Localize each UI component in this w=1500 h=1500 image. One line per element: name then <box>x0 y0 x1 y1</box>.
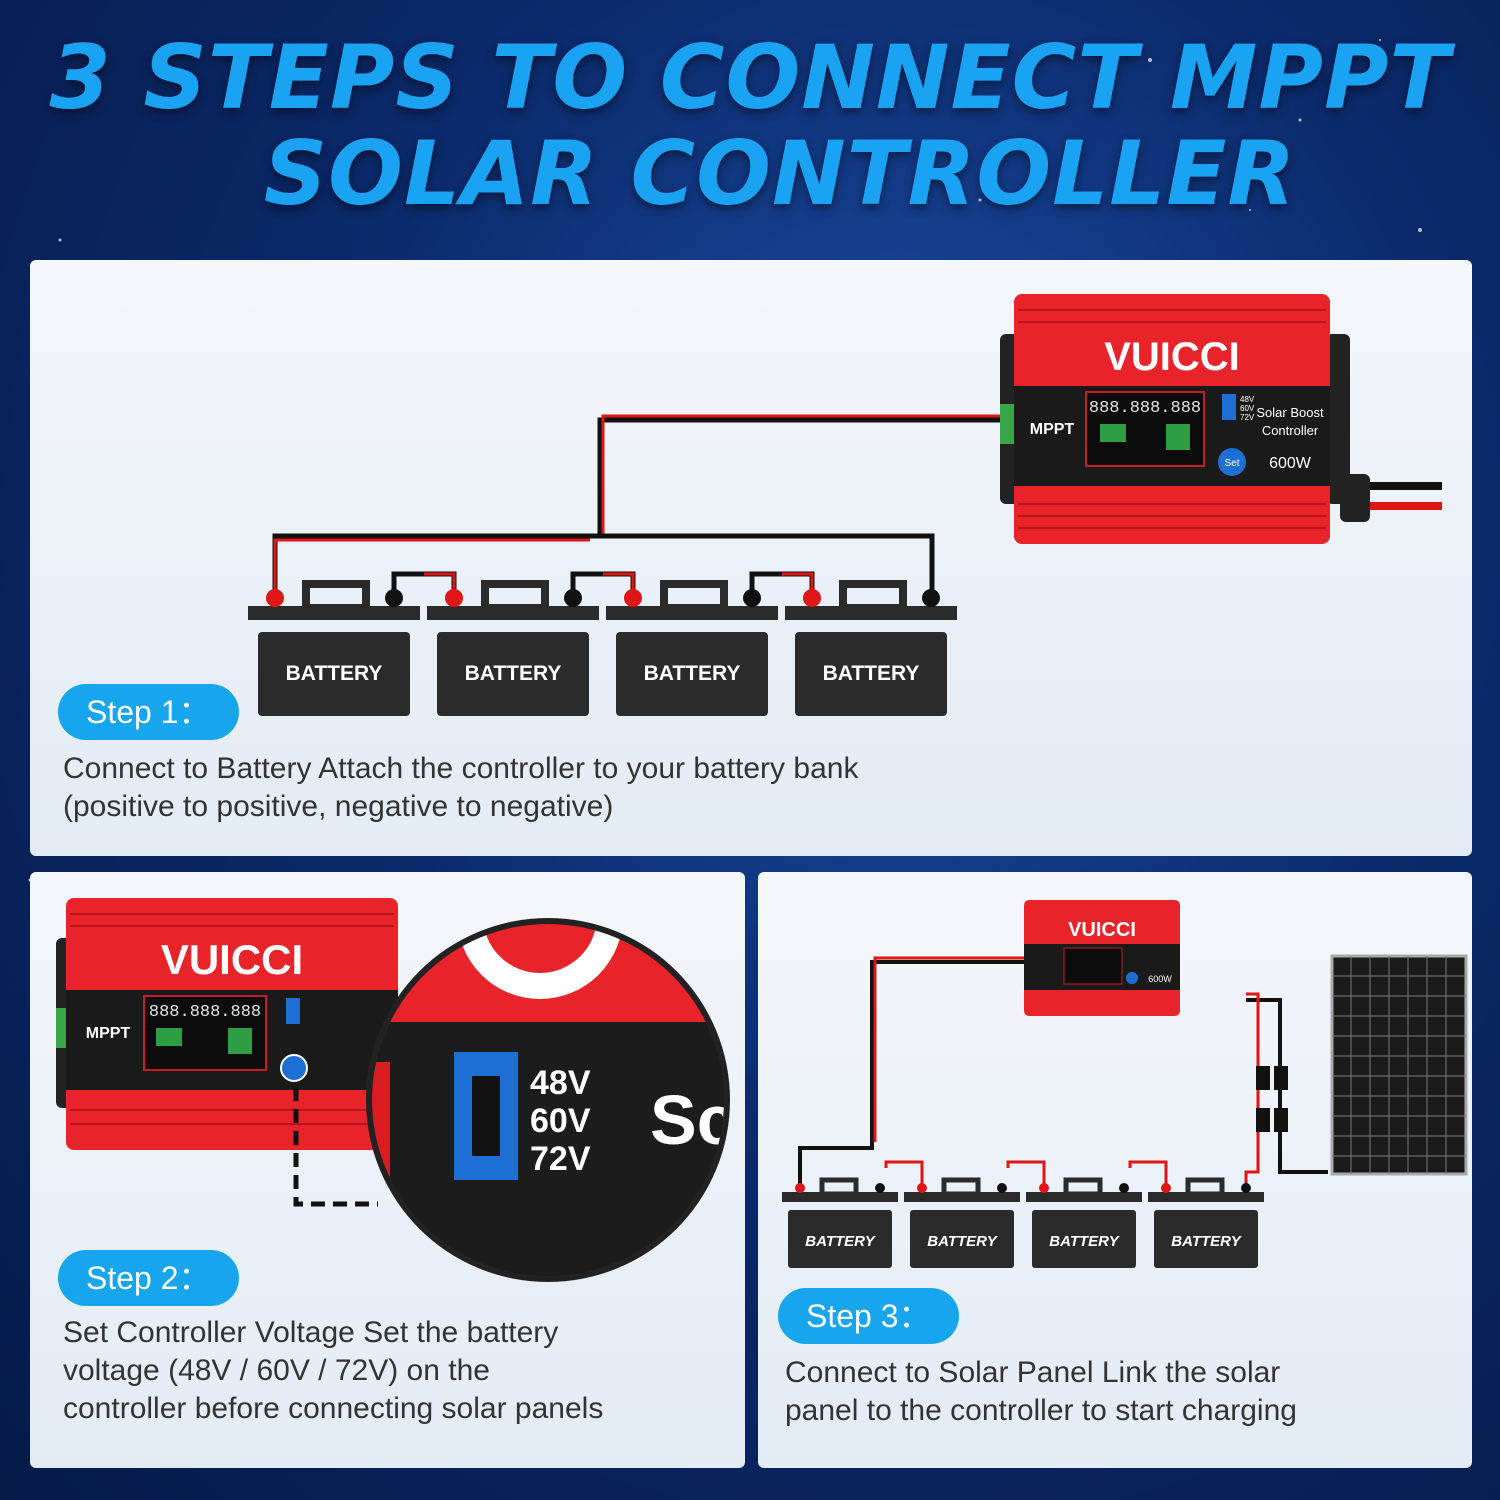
step1-desc-line1: Connect to Battery Attach the controller… <box>63 752 859 785</box>
step1-battery-1: BATTERY <box>248 580 420 716</box>
step1-panel: BATTERY BATTERY BATTERY BATTERY <box>30 260 1472 856</box>
positive-terminal-icon <box>445 589 463 607</box>
step3-battery-4: BATTERY <box>1148 1177 1264 1268</box>
headline: 3 STEPS TO CONNECT MPPT SOLAR CONTROLLER <box>0 30 1500 222</box>
battery-label: BATTERY <box>1171 1233 1242 1250</box>
negative-terminal-icon <box>743 589 761 607</box>
positive-terminal-icon <box>1161 1183 1171 1193</box>
solar-panel <box>1330 954 1468 1176</box>
step3-panel: VUICCI 600W BATTERY <box>758 872 1472 1468</box>
battery-label: BATTERY <box>805 1233 876 1250</box>
step1-pill: Step 1： <box>58 684 239 740</box>
voltage-switch[interactable] <box>286 998 300 1024</box>
step3-desc-line1: Connect to Solar Panel Link the solar <box>785 1356 1281 1389</box>
mc4-connector-icon <box>1274 1066 1288 1090</box>
voltage-switch[interactable] <box>1222 394 1236 420</box>
device-brand: VUICCI <box>1068 919 1136 941</box>
device-mode: MPPT <box>1030 421 1075 438</box>
step3-desc-line2: panel to the controller to start chargin… <box>785 1394 1297 1427</box>
step2-desc-line2: voltage (48V / 60V / 72V) on the <box>63 1354 490 1387</box>
zoom-lens: 48V 60V 72V Sc <box>366 918 736 1282</box>
positive-terminal-icon <box>795 1183 805 1193</box>
zoom-volt-72: 72V <box>530 1140 591 1178</box>
step2-controller: VUICCI MPPT 888.888.888 <box>56 898 398 1150</box>
device-name-2: Controller <box>1262 423 1319 438</box>
battery-label: BATTERY <box>644 662 741 685</box>
positive-terminal-icon <box>624 589 642 607</box>
step1-wires <box>272 414 1005 600</box>
step2-description: Set Controller Voltage Set the battery v… <box>63 1314 603 1428</box>
headline-line2: SOLAR CONTROLLER <box>263 122 1297 225</box>
set-button[interactable] <box>1218 448 1246 476</box>
negative-terminal-icon <box>875 1183 885 1193</box>
step2-diagram: VUICCI MPPT 888.888.888 48V 60V 72 <box>56 898 736 1282</box>
battery-label: BATTERY <box>1049 1233 1120 1250</box>
device-brand: VUICCI <box>1104 335 1240 379</box>
device-display: 888.888.888 <box>1089 399 1201 418</box>
mc4-connector-icon <box>1256 1066 1270 1090</box>
headline-line1: 3 STEPS TO CONNECT MPPT <box>49 26 1451 129</box>
step3-battery-3: BATTERY <box>1026 1177 1142 1268</box>
battery-label: BATTERY <box>286 662 383 685</box>
step1-controller: VUICCI MPPT 888.888.888 48V 60V 72V Sola… <box>1000 294 1442 544</box>
step1-desc-line2: (positive to positive, negative to negat… <box>63 790 614 823</box>
step1-battery-3: BATTERY <box>606 580 778 716</box>
negative-terminal-icon <box>1119 1183 1129 1193</box>
negative-terminal-icon <box>564 589 582 607</box>
step3-description: Connect to Solar Panel Link the solar pa… <box>785 1354 1297 1430</box>
positive-terminal-icon <box>803 589 821 607</box>
step3-wires <box>798 956 1328 1184</box>
step3-battery-1: BATTERY <box>782 1177 898 1268</box>
negative-terminal-icon <box>1241 1183 1251 1193</box>
zoom-volt-48: 48V <box>530 1064 591 1102</box>
negative-terminal-icon <box>385 589 403 607</box>
mc4-connector-icon <box>1274 1108 1288 1132</box>
device-volt-72: 72V <box>1240 413 1255 422</box>
step2-desc-line1: Set Controller Voltage Set the battery <box>63 1316 559 1349</box>
step2-desc-line3: controller before connecting solar panel… <box>63 1392 604 1425</box>
callout-dashed-line <box>293 1087 378 1207</box>
zoom-volt-60: 60V <box>530 1102 591 1140</box>
negative-terminal-icon <box>997 1183 1007 1193</box>
device-power: 600W <box>1269 455 1312 472</box>
zoom-partial-text: Sc <box>650 1081 736 1159</box>
step1-battery-2: BATTERY <box>427 580 599 716</box>
step2-pill: Step 2： <box>58 1250 239 1306</box>
mc4-connector-icon <box>1256 1108 1270 1132</box>
positive-terminal-icon <box>1039 1183 1049 1193</box>
device-mode: MPPT <box>86 1025 131 1042</box>
set-button[interactable] <box>280 1054 308 1082</box>
step1-battery-4: BATTERY <box>785 580 957 716</box>
step1-description: Connect to Battery Attach the controller… <box>63 750 858 826</box>
step3-diagram: VUICCI 600W BATTERY <box>782 900 1468 1268</box>
set-button-label: Set <box>1224 458 1239 469</box>
device-power: 600W <box>1148 974 1172 984</box>
step1-diagram: BATTERY BATTERY BATTERY BATTERY <box>248 294 1442 716</box>
step2-panel: VUICCI MPPT 888.888.888 48V 60V 72 <box>30 872 745 1468</box>
step3-pill: Step 3： <box>778 1288 959 1344</box>
negative-terminal-icon <box>922 589 940 607</box>
device-name-1: Solar Boost <box>1256 405 1324 420</box>
device-display: 888.888.888 <box>149 1003 261 1022</box>
device-volt-48: 48V <box>1240 395 1255 404</box>
set-button[interactable] <box>1126 972 1138 984</box>
battery-label: BATTERY <box>823 662 920 685</box>
positive-terminal-icon <box>917 1183 927 1193</box>
device-volt-60: 60V <box>1240 404 1255 413</box>
step3-battery-2: BATTERY <box>904 1177 1020 1268</box>
step3-controller: VUICCI 600W <box>1024 900 1180 1016</box>
device-brand: VUICCI <box>161 936 303 983</box>
positive-terminal-icon <box>266 589 284 607</box>
battery-label: BATTERY <box>927 1233 998 1250</box>
battery-label: BATTERY <box>465 662 562 685</box>
